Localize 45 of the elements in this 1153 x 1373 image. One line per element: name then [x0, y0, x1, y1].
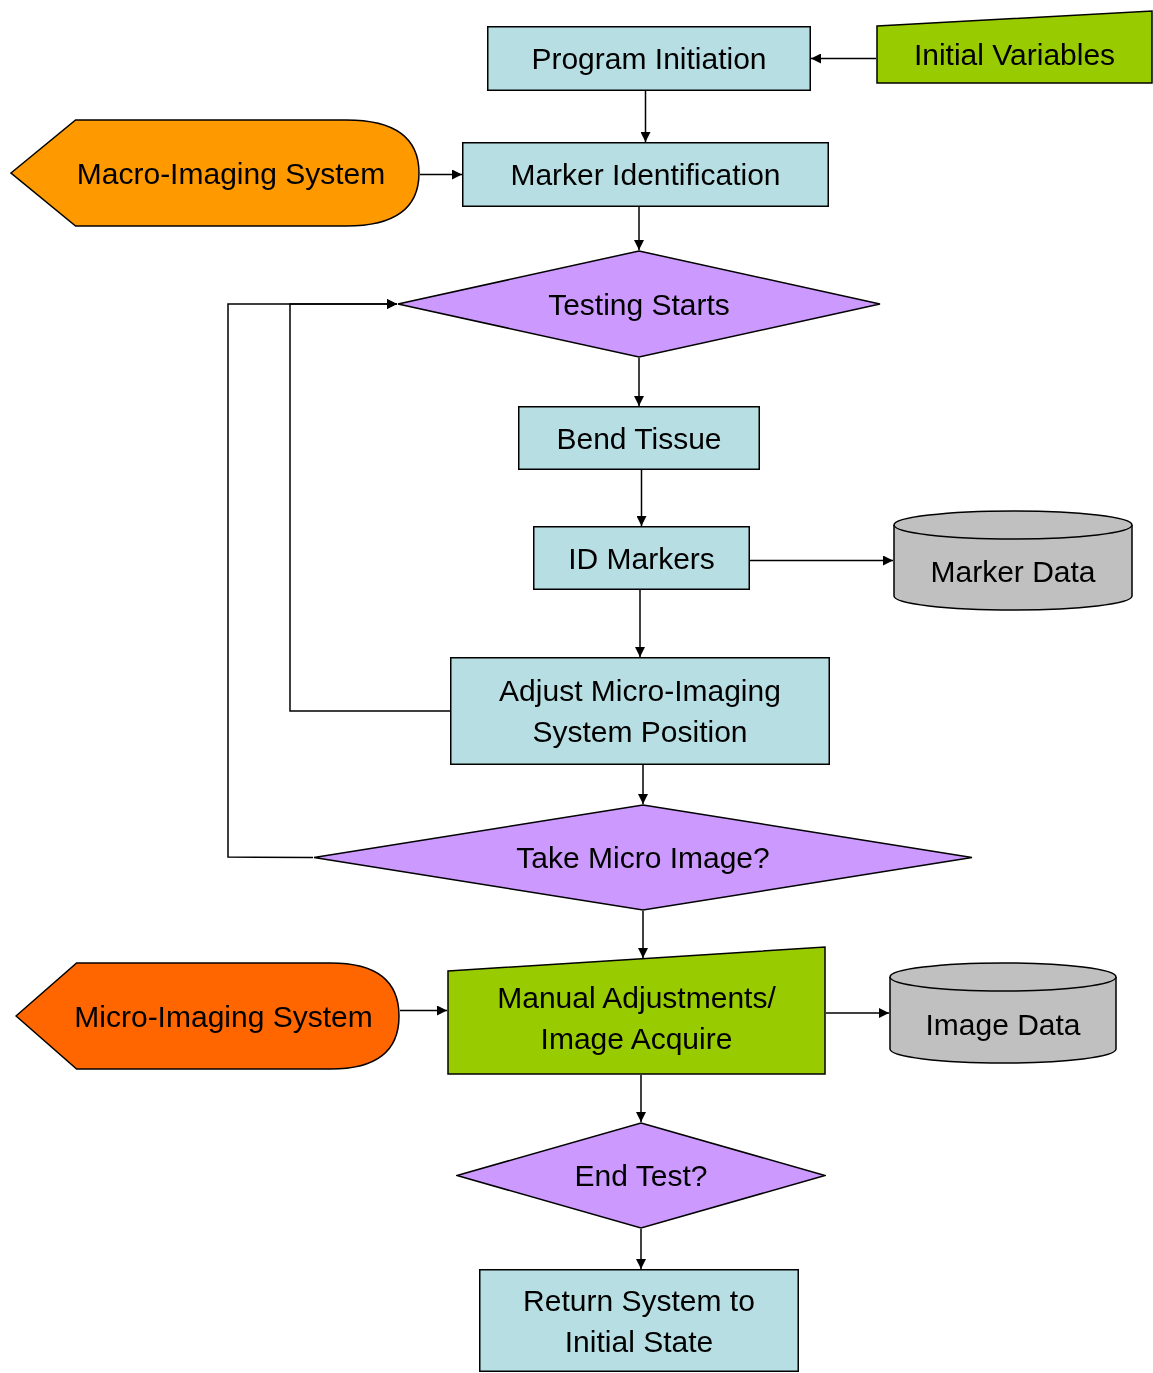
node-label: Program Initiation [531, 41, 767, 77]
node-label: Return System to Initial State [522, 1282, 756, 1360]
node-label: Image Data [925, 1006, 1081, 1043]
node-label: Adjust Micro-Imaging System Position [498, 673, 782, 750]
arrow [638, 910, 648, 959]
arrow [636, 1228, 646, 1270]
arrow [635, 589, 645, 658]
node-label: Macro-Imaging System [76, 155, 386, 192]
arrow [636, 1074, 646, 1123]
display-shape [15, 962, 400, 1070]
arrow [419, 169, 463, 180]
arrow [749, 555, 894, 566]
decision-diamond [397, 250, 881, 358]
process-box [518, 406, 760, 470]
arrow [399, 1005, 448, 1016]
arrow [227, 299, 398, 859]
manual-input-shape [447, 946, 826, 1075]
arrow [640, 90, 651, 143]
process-box [462, 142, 829, 207]
node-label: Bend Tissue [556, 420, 722, 457]
database-cylinder [893, 510, 1133, 611]
database-cylinder [889, 962, 1117, 1064]
node-label: End Test? [574, 1158, 708, 1194]
node-label: Take Micro Image? [516, 840, 770, 876]
node-label: Micro-Imaging System [74, 998, 373, 1035]
arrow [634, 357, 644, 407]
arrow [634, 206, 644, 251]
arrow [825, 1008, 890, 1018]
display-shape [10, 119, 420, 227]
node-label: Marker Data [930, 554, 1096, 590]
node-label: ID Markers [568, 540, 715, 577]
arrow [638, 764, 648, 805]
node-label: Testing Starts [548, 286, 730, 323]
process-box [450, 657, 830, 765]
process-box [533, 526, 750, 590]
decision-diamond [456, 1122, 826, 1229]
arrow [810, 53, 877, 64]
process-box [487, 26, 811, 91]
process-box [479, 1269, 799, 1372]
node-label: Marker Identification [510, 157, 781, 193]
decision-diamond [313, 804, 973, 911]
node-label: Manual Adjustments/ Image Acquire [496, 979, 777, 1057]
manual-input-shape [876, 10, 1153, 84]
arrow [636, 469, 647, 527]
node-label: Initial Variables [913, 36, 1116, 73]
